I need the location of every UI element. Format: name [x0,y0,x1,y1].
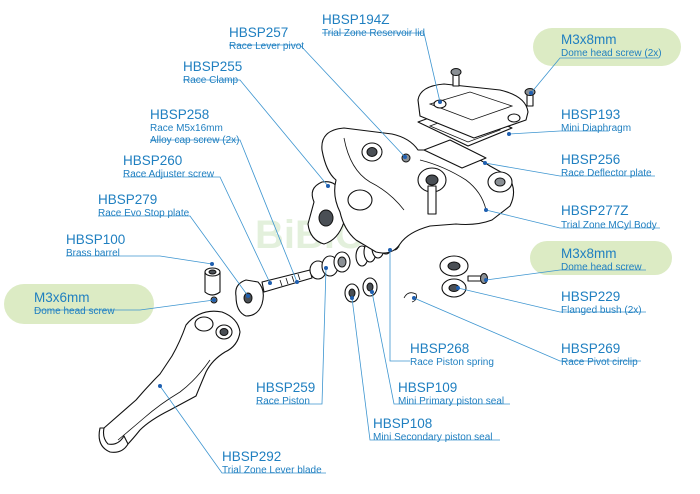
label-m3x6mm: M3x6mm Dome head screw [34,290,115,317]
part-code: HBSP269 [561,341,620,356]
part-code: HBSP258 [150,107,209,122]
part-code: HBSP260 [123,153,182,168]
part-desc: Race M5x16mm [150,123,223,134]
part-desc: Mini Diaphragm [561,123,631,134]
part-code: HBSP268 [410,341,469,356]
part-code: M3x6mm [34,290,90,305]
part-desc: Race Lever pivot [229,41,304,52]
label-hbsp268: HBSP268 Race Piston spring [410,341,494,368]
label-hbsp108: HBSP108 Mini Secondary piston seal [373,416,493,443]
brass-barrel [204,271,221,296]
label-hbsp259: HBSP259 Race Piston [256,380,315,407]
part-code: HBSP100 [66,232,125,247]
label-hbsp109: HBSP109 Mini Primary piston seal [398,380,504,407]
part-desc: Mini Secondary piston seal [373,432,493,443]
part-code: HBSP109 [398,380,457,395]
part-desc: Race Deflector plate [561,168,652,179]
label-hbsp100: HBSP100 Brass barrel [66,232,125,259]
part-code: M3x8mm [561,246,617,261]
part-desc: Race Pivot circlip [561,357,638,368]
part-desc-2: Alloy cap screw (2x) [150,135,239,146]
part-desc: Race Evo Stop plate [98,208,190,219]
part-code: HBSP108 [373,416,432,431]
part-code: HBSP292 [222,449,281,464]
part-desc: Trial Zone Lever blade [222,465,322,476]
highlight-m3x8-mid [530,241,672,275]
label-hbsp258: HBSP258 Race M5x16mm Alloy cap screw (2x… [150,107,239,146]
circlip [403,292,417,303]
label-hbsp292: HBSP292 Trial Zone Lever blade [222,449,322,476]
part-code: HBSP255 [183,59,242,74]
label-hbsp260: HBSP260 Race Adjuster screw [123,153,215,180]
part-desc: Trial Zone MCyl Body [561,220,657,231]
lever-blade [101,310,241,450]
part-code: HBSP194Z [322,12,390,27]
label-hbsp194z: HBSP194Z Trial Zone Reservoir lid [322,12,425,39]
master-cylinder-body [321,127,515,254]
part-code: HBSP259 [256,380,315,395]
part-code: HBSP257 [229,25,288,40]
label-hbsp257: HBSP257 Race Lever pivot [229,25,304,52]
highlight-m3x8-top [533,28,681,66]
part-desc: Flanged bush (2x) [561,305,642,316]
label-hbsp269: HBSP269 Race Pivot circlip [561,341,638,368]
part-code: HBSP256 [561,152,620,167]
label-hbsp277z: HBSP277Z Trial Zone MCyl Body [561,203,657,231]
part-desc: Brass barrel [66,248,120,259]
label-hbsp255: HBSP255 Race Clamp [183,59,242,86]
part-desc: Dome head screw [34,306,115,317]
part-desc: Dome head screw [561,262,642,273]
label-m3x8mm-mid: M3x8mm Dome head screw [561,246,642,273]
labels: HBSP194Z Trial Zone Reservoir lid HBSP25… [34,12,662,476]
label-m3x8mm-top: M3x8mm Dome head screw (2x) [561,32,662,59]
part-code: HBSP279 [98,192,157,207]
highlight-m3x6 [4,284,154,324]
part-desc: Trial Zone Reservoir lid [322,28,425,39]
part-code: HBSP193 [561,107,620,122]
part-code: HBSP229 [561,289,620,304]
part-desc: Dome head screw (2x) [561,48,662,59]
part-code: HBSP277Z [561,203,629,218]
part-desc: Race Clamp [183,75,238,86]
part-desc: Mini Primary piston seal [398,396,504,407]
leader-lines [34,32,660,474]
part-code: M3x8mm [561,32,617,47]
reservoir-lid [417,83,529,139]
label-hbsp193: HBSP193 Mini Diaphragm [561,107,631,134]
part-desc: Race Piston [256,396,310,407]
label-hbsp279: HBSP279 Race Evo Stop plate [98,192,190,219]
part-desc: Race Adjuster screw [123,169,215,180]
part-desc: Race Piston spring [410,357,494,368]
deflector-plate [423,139,487,169]
label-hbsp229: HBSP229 Flanged bush (2x) [561,289,642,316]
label-hbsp256: HBSP256 Race Deflector plate [561,152,652,179]
